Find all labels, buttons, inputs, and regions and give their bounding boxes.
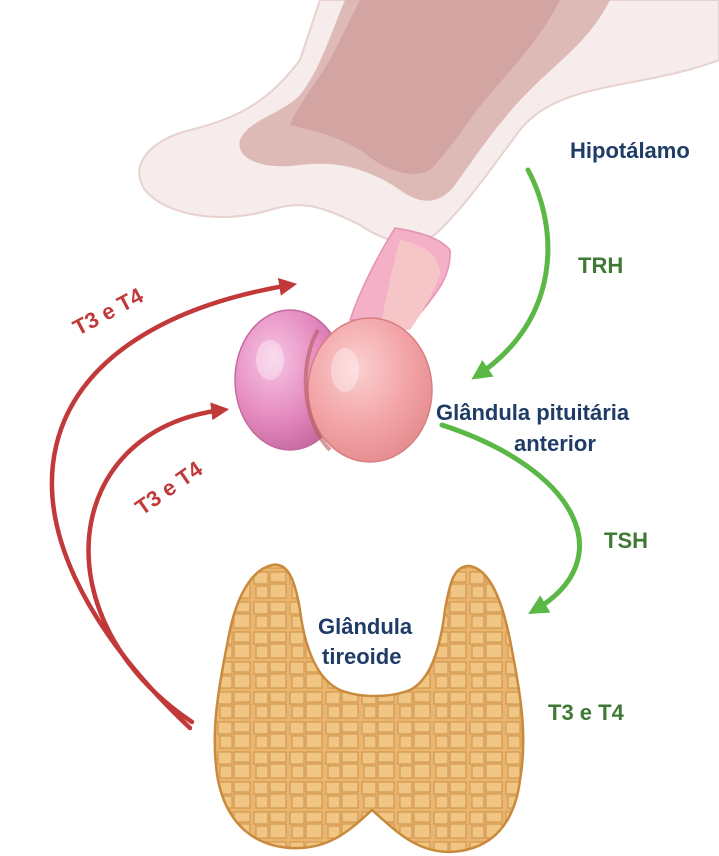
tsh-label: TSH xyxy=(604,528,648,553)
trh-arrow xyxy=(478,170,548,375)
t3t4-output-label: T3 e T4 xyxy=(548,700,625,725)
pituitary-label-line2: anterior xyxy=(514,431,596,456)
feedback-inner-arrow xyxy=(89,410,222,722)
thyroid-label-line1: Glândula xyxy=(318,614,413,639)
pituitary-illustration xyxy=(235,228,450,462)
feedback-inner-label: T3 e T4 xyxy=(131,456,208,520)
hypothalamus-illustration xyxy=(139,0,719,243)
hypothalamus-label: Hipotálamo xyxy=(570,138,690,163)
thyroid-illustration xyxy=(215,565,524,852)
trh-label: TRH xyxy=(578,253,623,278)
feedback-outer-label: T3 e T4 xyxy=(69,282,148,340)
pituitary-label-line1: Glândula pituitária xyxy=(436,400,630,425)
thyroid-label-line2: tireoide xyxy=(322,644,401,669)
